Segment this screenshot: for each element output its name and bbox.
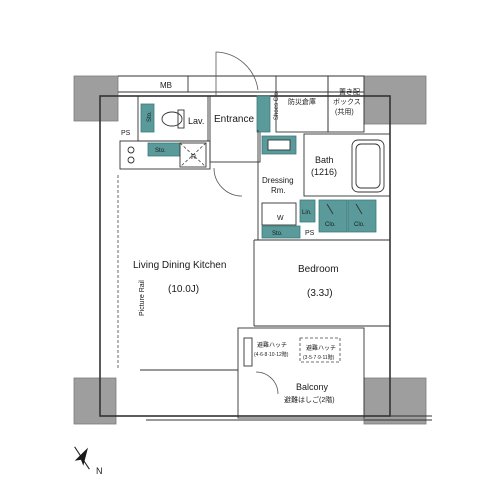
north-arrow-icon: [74, 446, 90, 470]
hatch-left-label-line1: 避難ハッチ: [257, 341, 287, 349]
hatch-right-label-line1: 避難ハッチ: [306, 344, 336, 352]
closet-hanger: [355, 203, 363, 215]
compass-letter: N: [96, 466, 103, 476]
refrigerator-box: [179, 142, 207, 168]
ldk-size-label: (10.0J): [168, 284, 199, 295]
closet-hanger: [326, 203, 334, 215]
bedroom-size-label: (3.3J): [307, 288, 333, 299]
linen-closet: [299, 199, 316, 223]
delivery-box-line1: 置き配: [339, 88, 360, 96]
entrance-room: [209, 95, 261, 163]
disaster-storage-label: 防災倉庫: [288, 97, 316, 106]
column-bottom-left: [73, 377, 117, 425]
lav-storage: [140, 103, 155, 133]
ps-lower-label: PS: [305, 230, 315, 237]
bedroom-closet-1: [318, 199, 348, 233]
stove-burner-icon: [127, 156, 135, 164]
ps-upper-label: PS: [121, 130, 131, 137]
column-bottom-right: [363, 377, 427, 425]
dressing-label-line2: Rm.: [271, 186, 286, 195]
entrance-door: [215, 51, 259, 96]
balcony-ladder-label: 避難はしご(2階): [284, 395, 335, 404]
toilet-tank: [177, 109, 185, 129]
hatch-right-label-line2: (3·5·7·9·11階): [303, 354, 335, 361]
toilet-icon: [161, 111, 183, 127]
bedroom-closet-2: [347, 199, 377, 233]
bedroom-label: Bedroom: [298, 264, 339, 275]
lav-storage-label: Sto.: [147, 111, 153, 122]
dressing-storage-label: Sto.: [272, 231, 283, 237]
closet-2-label: Clo.: [354, 222, 365, 228]
hatch-left-label-line2: (4·6·8·10·12階): [254, 351, 289, 358]
washer-space: [261, 202, 297, 226]
refrigerator-label: R: [191, 154, 196, 161]
delivery-box-line2: ボックス: [333, 98, 361, 106]
column-top-left: [73, 75, 119, 122]
delivery-box: [327, 75, 365, 133]
vanity-basin: [267, 139, 291, 151]
unit-outline: [99, 95, 391, 417]
bathtub-inner: [355, 143, 381, 189]
bath-label: Bath: [315, 155, 334, 165]
mb-label: MB: [160, 81, 172, 90]
shoes-closet: [256, 95, 271, 133]
balcony-label: Balcony: [296, 382, 329, 392]
entrance-inner-door: [213, 167, 243, 197]
dressing-storage: [261, 225, 301, 239]
bath-room: [303, 133, 391, 197]
hatch-left-box: [243, 337, 253, 367]
entrance-label: Entrance: [214, 114, 254, 125]
refrigerator-cross: [179, 142, 207, 168]
picture-rail-label: Picture Rail: [139, 280, 146, 316]
linen-label: Lin.: [302, 210, 312, 216]
delivery-box-line3: (共用): [335, 107, 354, 116]
stove-burner-icon: [127, 146, 135, 154]
ldk-label: Living Dining Kitchen: [133, 260, 226, 271]
hatch-right-box: [299, 337, 341, 363]
washer-label: W: [277, 215, 284, 222]
shoes-closet-label: Shoes Clo.: [274, 90, 280, 120]
column-top-right: [363, 75, 427, 125]
balcony-door: [255, 371, 279, 395]
bathtub: [351, 139, 385, 193]
balcony-area: [237, 327, 365, 419]
closet-1-label: Clo.: [325, 222, 336, 228]
dressing-label-line1: Dressing: [262, 176, 294, 185]
kitchen-storage-label: Sto.: [155, 148, 166, 154]
bath-size-label: (1216): [311, 167, 337, 177]
lav-label: Lav.: [188, 116, 204, 126]
